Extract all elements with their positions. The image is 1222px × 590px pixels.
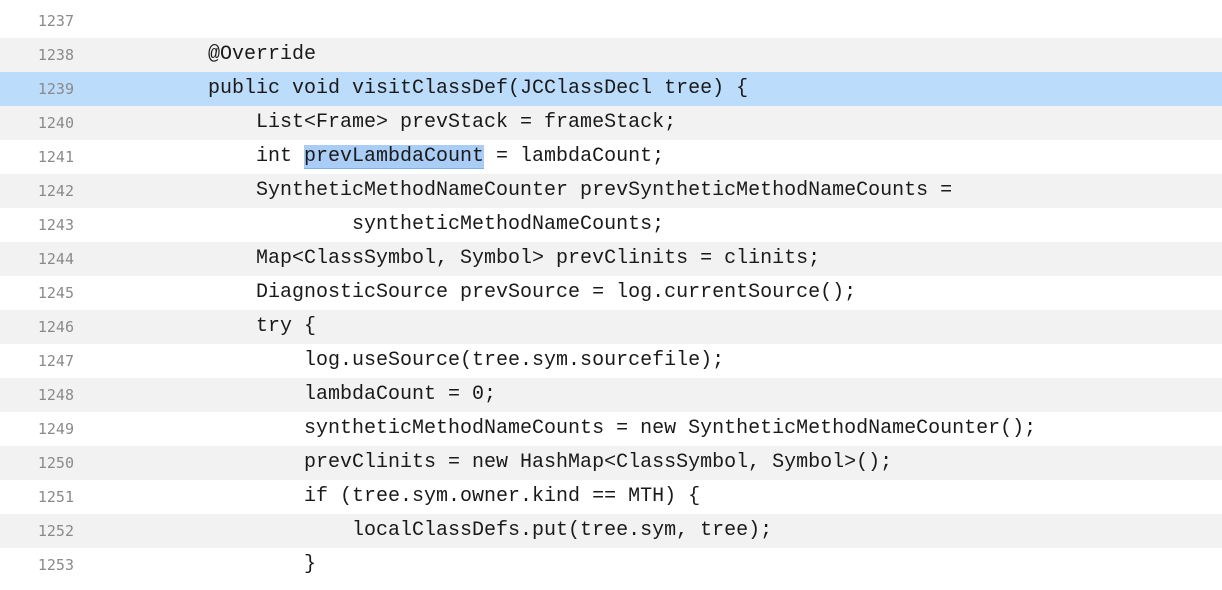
code-line-1238[interactable]: 1238 @Override [0,38,1222,72]
line-code[interactable]: try { [208,315,317,338]
line-number[interactable]: 1243 [37,216,74,234]
line-number[interactable]: 1250 [37,454,74,472]
line-code[interactable]: localClassDefs.put(tree.sym, tree); [208,519,773,542]
line-number[interactable]: 1244 [37,250,74,268]
line-code[interactable]: @Override [208,43,317,66]
code-line-1240[interactable]: 1240 List<Frame> prevStack = frameStack; [0,106,1222,140]
code-line-1250[interactable]: 1250 prevClinits = new HashMap<ClassSymb… [0,446,1222,480]
line-code[interactable]: prevClinits = new HashMap<ClassSymbol, S… [208,451,893,474]
code-line-1237[interactable]: 1237 [0,4,1222,38]
line-number[interactable]: 1251 [37,488,74,506]
code-line-1242[interactable]: 1242 SyntheticMethodNameCounter prevSynt… [0,174,1222,208]
line-code[interactable]: Map<ClassSymbol, Symbol> prevClinits = c… [208,247,821,270]
line-number[interactable]: 1249 [37,420,74,438]
code-line-1245[interactable]: 1245 DiagnosticSource prevSource = log.c… [0,276,1222,310]
code-line-1248[interactable]: 1248 lambdaCount = 0; [0,378,1222,412]
selected-token[interactable]: prevLambdaCount [304,145,485,169]
code-line-1239-highlighted[interactable]: 1239 public void visitClassDef(JCClassDe… [0,72,1222,106]
code-line-1247[interactable]: 1247 log.useSource(tree.sym.sourcefile); [0,344,1222,378]
line-number[interactable]: 1247 [37,352,74,370]
line-number[interactable]: 1242 [37,182,74,200]
line-number[interactable]: 1238 [37,46,74,64]
line-code[interactable]: DiagnosticSource prevSource = log.curren… [208,281,857,304]
line-number[interactable]: 1253 [37,556,74,574]
line-code[interactable]: syntheticMethodNameCounts = new Syntheti… [208,417,1037,440]
code-line-1253[interactable]: 1253 } [0,548,1222,582]
code-view: 1237 1238 @Override 1239 public void vis… [0,4,1222,582]
code-line-1246[interactable]: 1246 try { [0,310,1222,344]
code-line-1244[interactable]: 1244 Map<ClassSymbol, Symbol> prevClinit… [0,242,1222,276]
line-code[interactable]: SyntheticMethodNameCounter prevSynthetic… [208,179,953,202]
code-line-1252[interactable]: 1252 localClassDefs.put(tree.sym, tree); [0,514,1222,548]
line-code[interactable]: public void visitClassDef(JCClassDecl tr… [208,77,749,100]
line-code[interactable]: int prevLambdaCount = lambdaCount; [208,145,665,169]
line-code[interactable]: } [208,553,317,576]
code-line-1241[interactable]: 1241 int prevLambdaCount = lambdaCount; [0,140,1222,174]
line-number[interactable]: 1248 [37,386,74,404]
line-number[interactable]: 1237 [37,12,74,30]
line-code[interactable]: syntheticMethodNameCounts; [208,213,665,236]
code-line-1249[interactable]: 1249 syntheticMethodNameCounts = new Syn… [0,412,1222,446]
line-number[interactable]: 1240 [37,114,74,132]
line-code[interactable]: lambdaCount = 0; [208,383,497,406]
line-number[interactable]: 1246 [37,318,74,336]
line-code[interactable]: if (tree.sym.owner.kind == MTH) { [208,485,701,508]
line-code[interactable]: log.useSource(tree.sym.sourcefile); [208,349,725,372]
line-number[interactable]: 1252 [37,522,74,540]
code-line-1251[interactable]: 1251 if (tree.sym.owner.kind == MTH) { [0,480,1222,514]
code-line-1243[interactable]: 1243 syntheticMethodNameCounts; [0,208,1222,242]
line-code[interactable]: List<Frame> prevStack = frameStack; [208,111,677,134]
line-number[interactable]: 1241 [37,148,74,166]
line-number[interactable]: 1245 [37,284,74,302]
line-number[interactable]: 1239 [37,80,74,98]
